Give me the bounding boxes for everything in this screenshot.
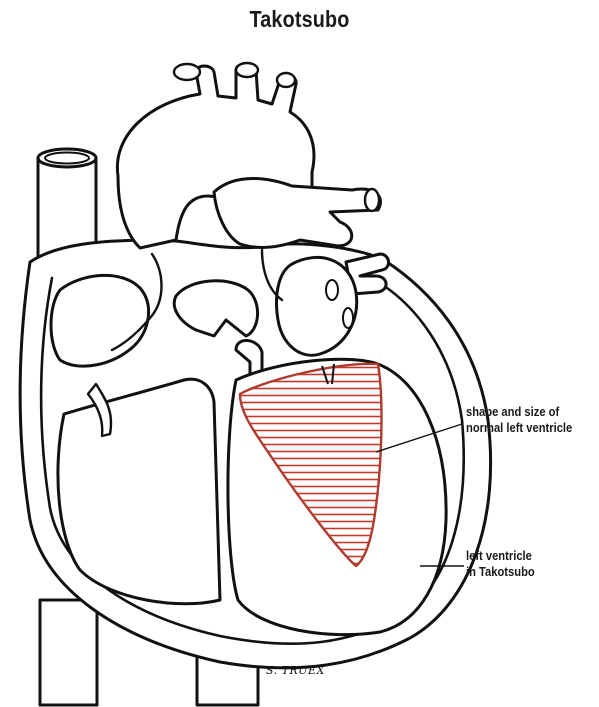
artist-signature: S. TRUEX: [266, 664, 325, 677]
label-takotsubo-lv-line2: in Takotsubo: [466, 564, 535, 580]
left-subclavian-opening: [277, 73, 295, 87]
inferior-vena-cava: [40, 600, 97, 705]
right-ventricle: [58, 379, 220, 604]
label-takotsubo-left-ventricle: left ventricle in Takotsubo: [466, 548, 535, 580]
brachiocephalic-opening: [174, 64, 200, 80]
pulmonary-opening: [365, 189, 379, 211]
pulmonary-artery: [214, 179, 380, 248]
label-normal-lv-line1: shape and size of: [466, 404, 572, 420]
label-takotsubo-lv-line1: left ventricle: [466, 548, 535, 564]
left-carotid-opening: [236, 63, 258, 77]
label-normal-left-ventricle: shape and size of normal left ventricle: [466, 404, 572, 436]
label-normal-lv-line2: normal left ventricle: [466, 420, 572, 436]
